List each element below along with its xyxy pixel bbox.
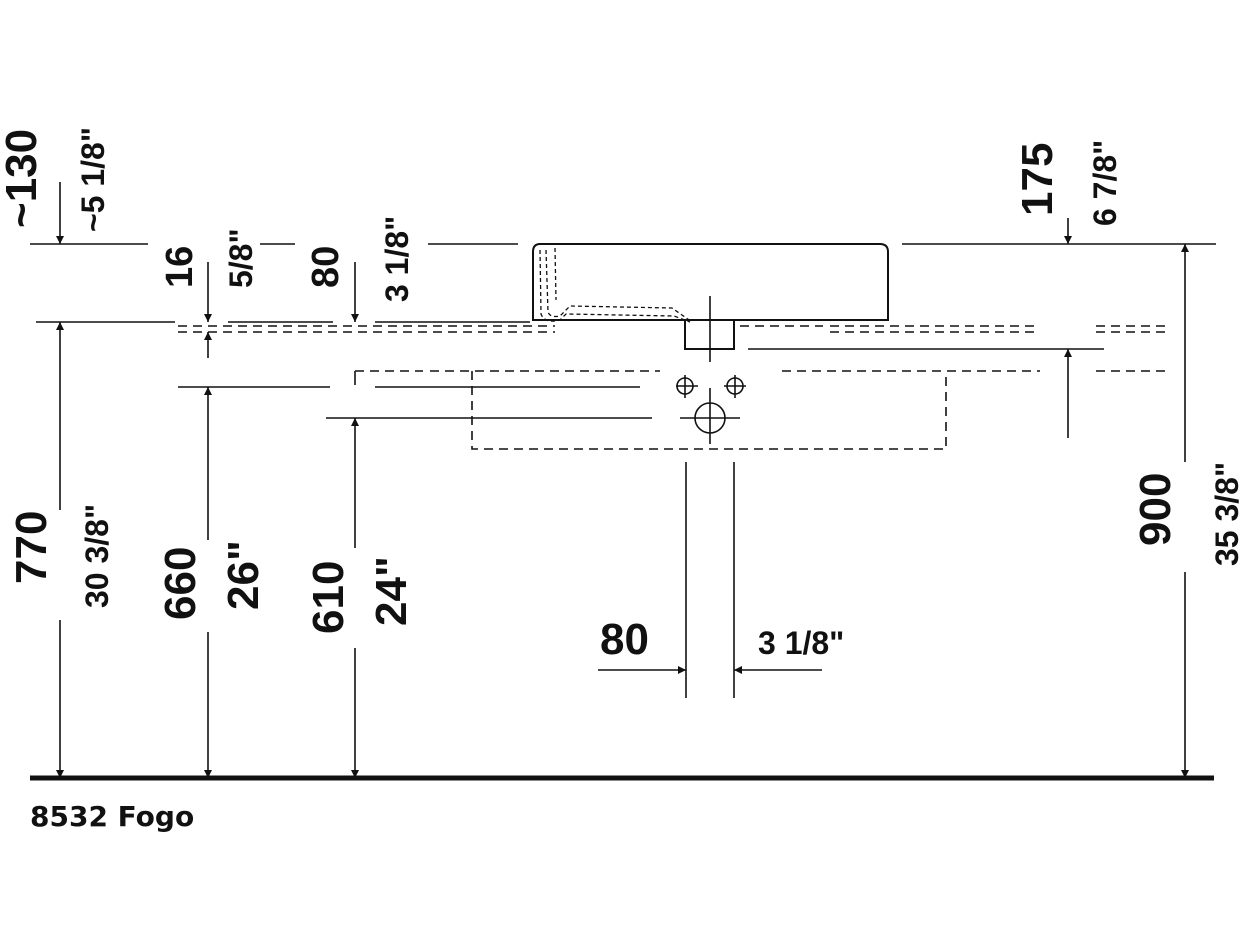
dim-175-in: 6 7/8" bbox=[1087, 140, 1123, 226]
dim-80h-in: 3 1/8" bbox=[758, 625, 844, 661]
dim-80v-in: 3 1/8" bbox=[379, 216, 415, 302]
product-caption: 8532 Fogo bbox=[30, 800, 195, 833]
dim-660-in: 26" bbox=[219, 540, 268, 610]
dim-130-in: ~5 1/8" bbox=[75, 127, 111, 232]
dim-610-mm: 610 bbox=[304, 561, 353, 634]
dim-80v-mm: 80 bbox=[305, 246, 347, 288]
dimension-arrows bbox=[56, 182, 1189, 778]
dim-900-in: 35 3/8" bbox=[1209, 462, 1245, 566]
dim-16-mm: 16 bbox=[159, 246, 201, 288]
dim-16-in: 5/8" bbox=[223, 228, 259, 288]
dim-770-in: 30 3/8" bbox=[79, 504, 115, 608]
dim-80h-mm: 80 bbox=[600, 615, 649, 664]
dashed-lines bbox=[178, 325, 1166, 450]
dim-610-in: 24" bbox=[367, 556, 416, 626]
dim-900-mm: 900 bbox=[1131, 473, 1180, 546]
dim-660-mm: 660 bbox=[156, 547, 205, 620]
dim-130-mm: ~130 bbox=[0, 129, 46, 228]
drain-connections bbox=[676, 296, 746, 698]
dim-770-mm: 770 bbox=[7, 511, 56, 584]
dim-175-mm: 175 bbox=[1013, 143, 1062, 216]
